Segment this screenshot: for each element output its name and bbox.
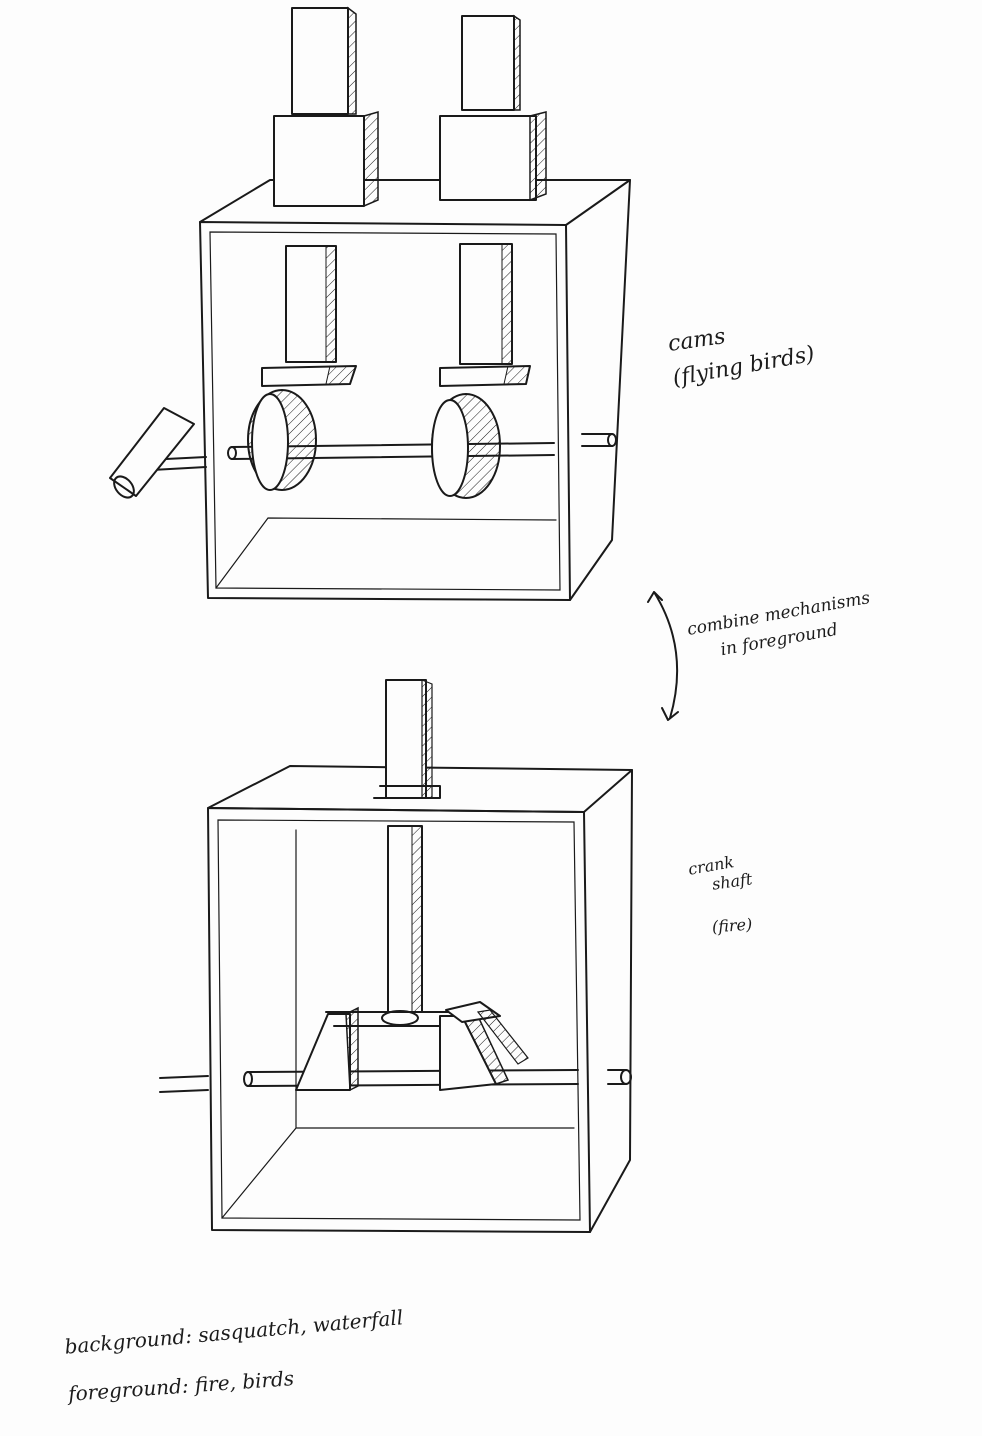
crank-mechanism-box — [159, 679, 633, 1233]
bracket-arrow — [647, 591, 679, 721]
crank-subtitle: (fire) — [711, 914, 753, 937]
cam-left — [247, 389, 317, 491]
cam-follower-right — [439, 14, 547, 387]
cam-box-front-inner — [209, 231, 561, 591]
crank-box-front-inner — [217, 819, 581, 1221]
crank-handle — [109, 407, 195, 497]
cam-follower-left — [261, 6, 379, 387]
crank-shaft — [159, 1069, 632, 1093]
cam-shaft — [109, 407, 617, 499]
cam-box-right-side — [569, 179, 631, 601]
crank-box-right-side — [589, 769, 633, 1233]
cam-box-top-face — [199, 179, 631, 226]
cam-box-inner-floor — [215, 517, 557, 589]
cam-mechanism-box — [109, 6, 631, 601]
cam-right — [431, 393, 501, 499]
crank-support-left — [295, 1006, 463, 1092]
crank-rod — [373, 679, 441, 1013]
crank-support-right — [439, 1001, 529, 1091]
